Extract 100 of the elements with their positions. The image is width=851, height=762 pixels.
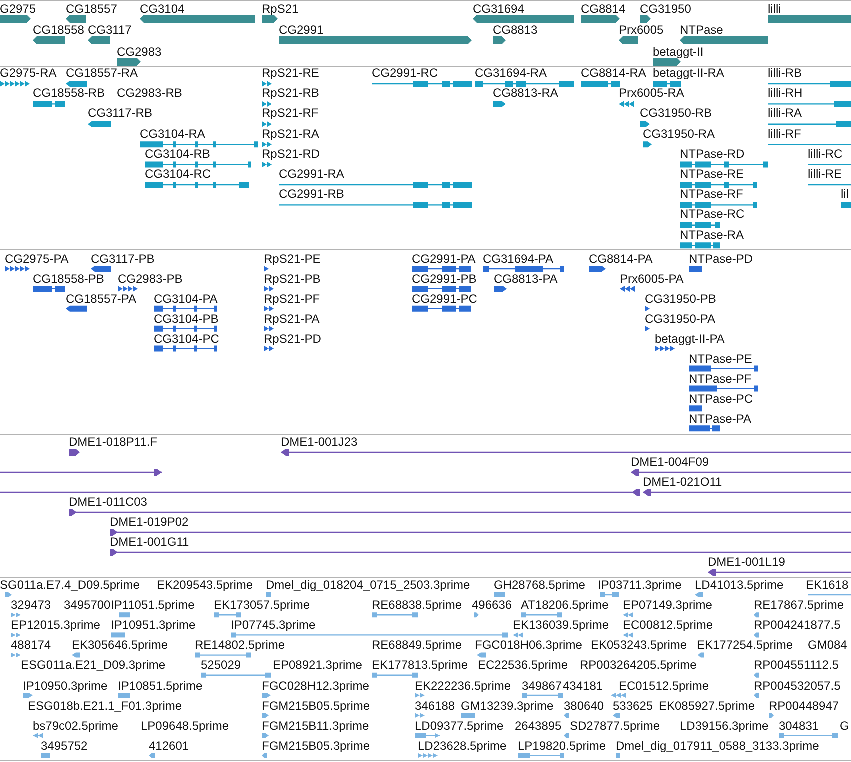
transcript-name: NTPase-RF	[680, 188, 744, 200]
transcript-name: CG18558-RB	[33, 87, 106, 100]
gene-name: CG2983	[117, 46, 162, 58]
protein-name: NTPase-PE	[689, 352, 752, 365]
est-name: IP10951.3prime	[111, 619, 196, 632]
gene-name: RpS21	[262, 2, 299, 14]
clone-name: DME1-011C03	[69, 496, 148, 508]
est-name: Dmel_dig_017911_0588_3133.3prime	[616, 740, 820, 752]
est-name: IP11051.5prime	[111, 599, 195, 612]
protein-name: CG31694-PA	[483, 253, 554, 265]
est-name: RP004532057.5	[754, 680, 841, 692]
transcript-name: RpS21-RE	[262, 67, 320, 79]
protein-name: betaggt-II-PA	[655, 332, 725, 345]
transcript-name: RpS21-RB	[262, 87, 320, 100]
protein-name: CG18558-PB	[33, 272, 104, 285]
est-name: LD09377.5prime	[415, 720, 504, 732]
est-name: 434181	[563, 680, 604, 692]
est-name: ESG011a.E21_D09.3prime	[21, 659, 166, 672]
protein-name: RpS21-PF	[264, 292, 320, 305]
protein-name: NTPase-PD	[689, 253, 754, 265]
est-name: Dmel_dig_018204_0715_2503.3prime	[266, 579, 470, 591]
protein-name: CG31950-PB	[645, 292, 716, 305]
protein-name: CG3117-PB	[91, 253, 155, 265]
gene-name: CG18558	[33, 24, 84, 36]
protein-name: NTPase-PC	[689, 392, 754, 405]
est-name: GM084	[808, 639, 848, 652]
protein-name: RpS21-PB	[264, 272, 321, 285]
protein-name: CG8814-PA	[589, 253, 653, 265]
est-name: 329473	[11, 599, 52, 612]
transcript-name: RpS21-RA	[262, 128, 320, 140]
transcript-name: G2975-RA	[0, 67, 57, 79]
gene-name: betaggt-II	[653, 46, 704, 58]
transcript-name: NTPase-RD	[680, 148, 745, 160]
protein-name: CG2983-PB	[118, 272, 183, 285]
protein-name: RpS21-PA	[264, 312, 320, 325]
est-name: EK222236.5prime	[415, 680, 512, 692]
est-name: EP12015.3prime	[11, 619, 100, 632]
est-name: LP09648.5prime	[141, 720, 230, 732]
clone-name: DME1-018P11.F	[69, 436, 158, 448]
est-name: EK053243.5prime	[591, 639, 688, 652]
gene-name: CG31694	[473, 2, 524, 14]
est-name: 3495752	[41, 740, 88, 752]
transcript-name: CG3104-RB	[145, 148, 210, 160]
est-name: EC22536.5prime	[478, 659, 568, 672]
est-name: RE17867.5prime	[754, 599, 844, 612]
clone-name: DME1-001L19	[708, 556, 786, 568]
gene-name: lilli	[768, 2, 782, 14]
transcript-name: CG31694-RA	[475, 67, 548, 79]
transcript-name: CG18557-RA	[66, 67, 138, 79]
transcript-name: CG3104-RC	[145, 168, 212, 180]
protein-name: CG8813-PA	[494, 272, 558, 285]
protein-name: CG2991-PA	[412, 253, 476, 265]
transcript-name: CG31950-RB	[640, 107, 712, 120]
transcript-name: lil	[841, 188, 849, 200]
gene-name: CG2991	[279, 24, 324, 36]
protein-name: CG3104-PC	[154, 332, 220, 345]
transcript-name: lilli-RH	[768, 87, 803, 100]
gene-name: NTPase	[680, 24, 724, 36]
protein-name: Prx6005-PA	[620, 272, 684, 285]
est-name: RP004551112.5	[754, 659, 839, 672]
est-name: EK177813.5prime	[372, 659, 468, 672]
transcript-name: NTPase-RE	[680, 168, 744, 180]
est-name: LD23628.5prime	[418, 740, 507, 752]
protein-name: CG2991-PB	[412, 272, 477, 285]
est-name: IP03711.3prime	[598, 579, 682, 591]
est-name: EP08921.3prime	[273, 659, 362, 672]
transcript-name: RpS21-RD	[262, 148, 320, 160]
est-name: bs79c02.5prime	[33, 720, 118, 732]
clone-name: DME1-001J23	[281, 436, 358, 448]
est-name: ESG018b.E21.1_F01.3prime	[28, 700, 182, 712]
transcript-name: lilli-RA	[768, 107, 802, 120]
est-name: GH28768.5prime	[494, 579, 586, 591]
transcript-name: Prx6005-RA	[619, 87, 684, 100]
est-name: FGM215B05.5prime	[262, 700, 370, 712]
transcript-name: CG8813-RA	[493, 87, 558, 100]
est-name: EC00812.5prime	[623, 619, 714, 632]
gene-name: CG31950	[640, 2, 692, 14]
gene-name: CG3104	[140, 2, 185, 14]
transcript-name: CG31950-RA	[643, 128, 716, 140]
transcript-name: lilli-RE	[808, 168, 842, 180]
est-name: 2643895	[515, 720, 562, 732]
gene-name: CG18557	[66, 2, 118, 14]
transcript-name: NTPase-RC	[680, 208, 745, 220]
est-name: 3495700	[64, 599, 111, 612]
transcript-name: CG2991-RB	[279, 188, 344, 200]
est-name: EK1618	[806, 579, 849, 591]
est-name: FGM215B11.3prime	[262, 720, 370, 732]
gene-name: CG3117	[88, 24, 132, 36]
gene-name: Prx6005	[619, 24, 664, 36]
transcript-name: CG3117-RB	[88, 107, 152, 120]
gene-name: CG8814	[581, 2, 626, 14]
protein-name: CG3104-PB	[154, 312, 219, 325]
est-name: EC01512.5prime	[619, 680, 710, 692]
protein-name: RpS21-PE	[264, 253, 321, 265]
transcript-name: CG2991-RA	[279, 168, 344, 180]
est-name: 346188	[415, 700, 456, 712]
est-name: 488174	[11, 639, 52, 652]
protein-name: NTPase-PF	[689, 372, 752, 385]
clone-name: DME1-019P02	[110, 516, 189, 528]
est-name: EP07149.3prime	[623, 599, 712, 612]
